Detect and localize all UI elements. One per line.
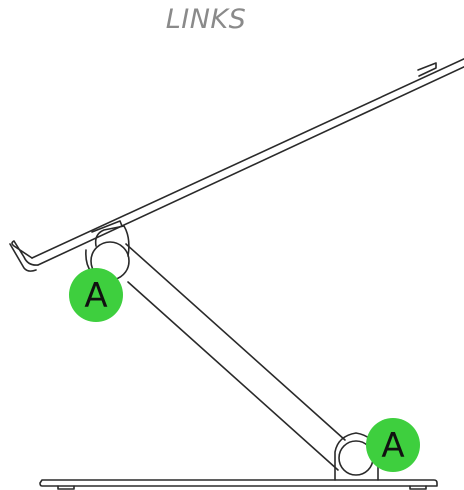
diagram-heading: LINKS <box>165 4 247 35</box>
marker-upper-hinge: A <box>69 268 123 322</box>
tray-platform <box>9 58 464 272</box>
base-plate <box>39 479 438 490</box>
marker-label: A <box>381 426 404 466</box>
marker-label: A <box>84 276 107 316</box>
support-arm <box>125 243 346 471</box>
marker-lower-hinge: A <box>366 418 420 472</box>
